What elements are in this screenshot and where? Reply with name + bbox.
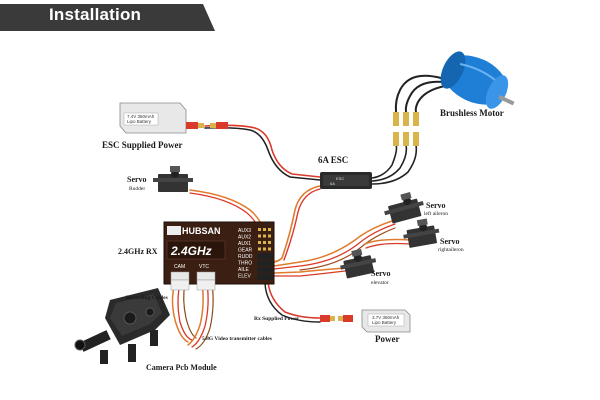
label-servo-rudder-title: Servo xyxy=(127,175,147,184)
channel-gear: GEAR xyxy=(238,248,253,254)
channel-aux1: AUX1 xyxy=(238,241,251,247)
esc-battery-text-1: 7.4V 350mAh xyxy=(127,114,155,119)
esc-module: ESC 6A xyxy=(320,172,372,189)
connector-vtc: VTC xyxy=(199,264,209,270)
rx-battery: 3.7V 350mAh Lipo Battery xyxy=(320,309,411,333)
channel-thro: THRO xyxy=(238,261,252,267)
esc-battery: 7.4V 350mAh Lipo Battery xyxy=(119,102,228,134)
label-camera-module: Camera Pcb Module xyxy=(146,363,217,372)
label-esc-supplied-power: ESC Supplied Power xyxy=(102,140,183,150)
rudder-servo xyxy=(153,166,193,192)
motor-connectors xyxy=(393,112,419,146)
channel-rudd: RUDD xyxy=(238,254,253,260)
esc-power-plug xyxy=(216,122,228,129)
left-aileron-servo xyxy=(384,192,424,224)
receiver-board: HUBSAN 2.4GHz AUX3 AUX2 AUX1 GEAR RUDD T… xyxy=(163,221,275,291)
label-servo-left-title: Servo xyxy=(426,201,446,210)
label-servo-elevator-title: Servo xyxy=(371,269,391,278)
label-esc: 6A ESC xyxy=(318,155,349,165)
receiver-brand: HUBSAN xyxy=(182,226,221,236)
channel-aile: AILE xyxy=(238,267,250,273)
label-brushless-motor: Brushless Motor xyxy=(440,108,504,118)
right-aileron-servo xyxy=(403,218,440,248)
page-title: Installation xyxy=(49,5,142,24)
label-recording-cables: Recording Cables xyxy=(126,295,168,301)
label-video-cables: 5.8G Video transmitter cables xyxy=(202,336,272,342)
esc-text-1: ESC xyxy=(336,176,344,181)
channel-aux2: AUX2 xyxy=(238,235,251,241)
label-servo-right-title: Servo xyxy=(440,237,460,246)
label-servo-right-sub: rightaileron xyxy=(438,247,464,253)
label-rx-supplied-power: Rx Supplied Power xyxy=(254,316,300,322)
receiver-pins xyxy=(258,228,271,251)
label-servo-elevator-sub: elevator xyxy=(371,280,389,286)
label-servo-left-sub: left aileron xyxy=(424,211,448,217)
vtc-connector xyxy=(196,271,216,281)
channel-aux3: AUX3 xyxy=(238,228,251,234)
brushless-motor xyxy=(393,51,515,146)
receiver-channels: AUX3 AUX2 AUX1 GEAR RUDD THRO AILE ELEV xyxy=(238,228,253,280)
receiver-plugs xyxy=(257,253,273,280)
esc-battery-text-2: Lipo Battery xyxy=(127,119,152,124)
camera-module xyxy=(74,288,170,364)
receiver-band: 2.4GHz xyxy=(170,244,212,258)
label-receiver: 2.4GHz RX xyxy=(118,247,158,256)
esc-text-2: 6A xyxy=(330,181,335,186)
label-servo-rudder-sub: Rudder xyxy=(129,186,146,192)
connector-cam: CAM xyxy=(174,264,185,270)
channel-elev: ELEV xyxy=(238,274,251,280)
header-banner xyxy=(0,4,215,31)
rx-battery-text-1: 3.7V 350mAh xyxy=(372,315,400,320)
label-power: Power xyxy=(375,334,400,344)
rx-battery-text-2: Lipo Battery xyxy=(372,320,397,325)
cam-connector xyxy=(170,271,190,281)
elevator-servo xyxy=(340,248,377,279)
